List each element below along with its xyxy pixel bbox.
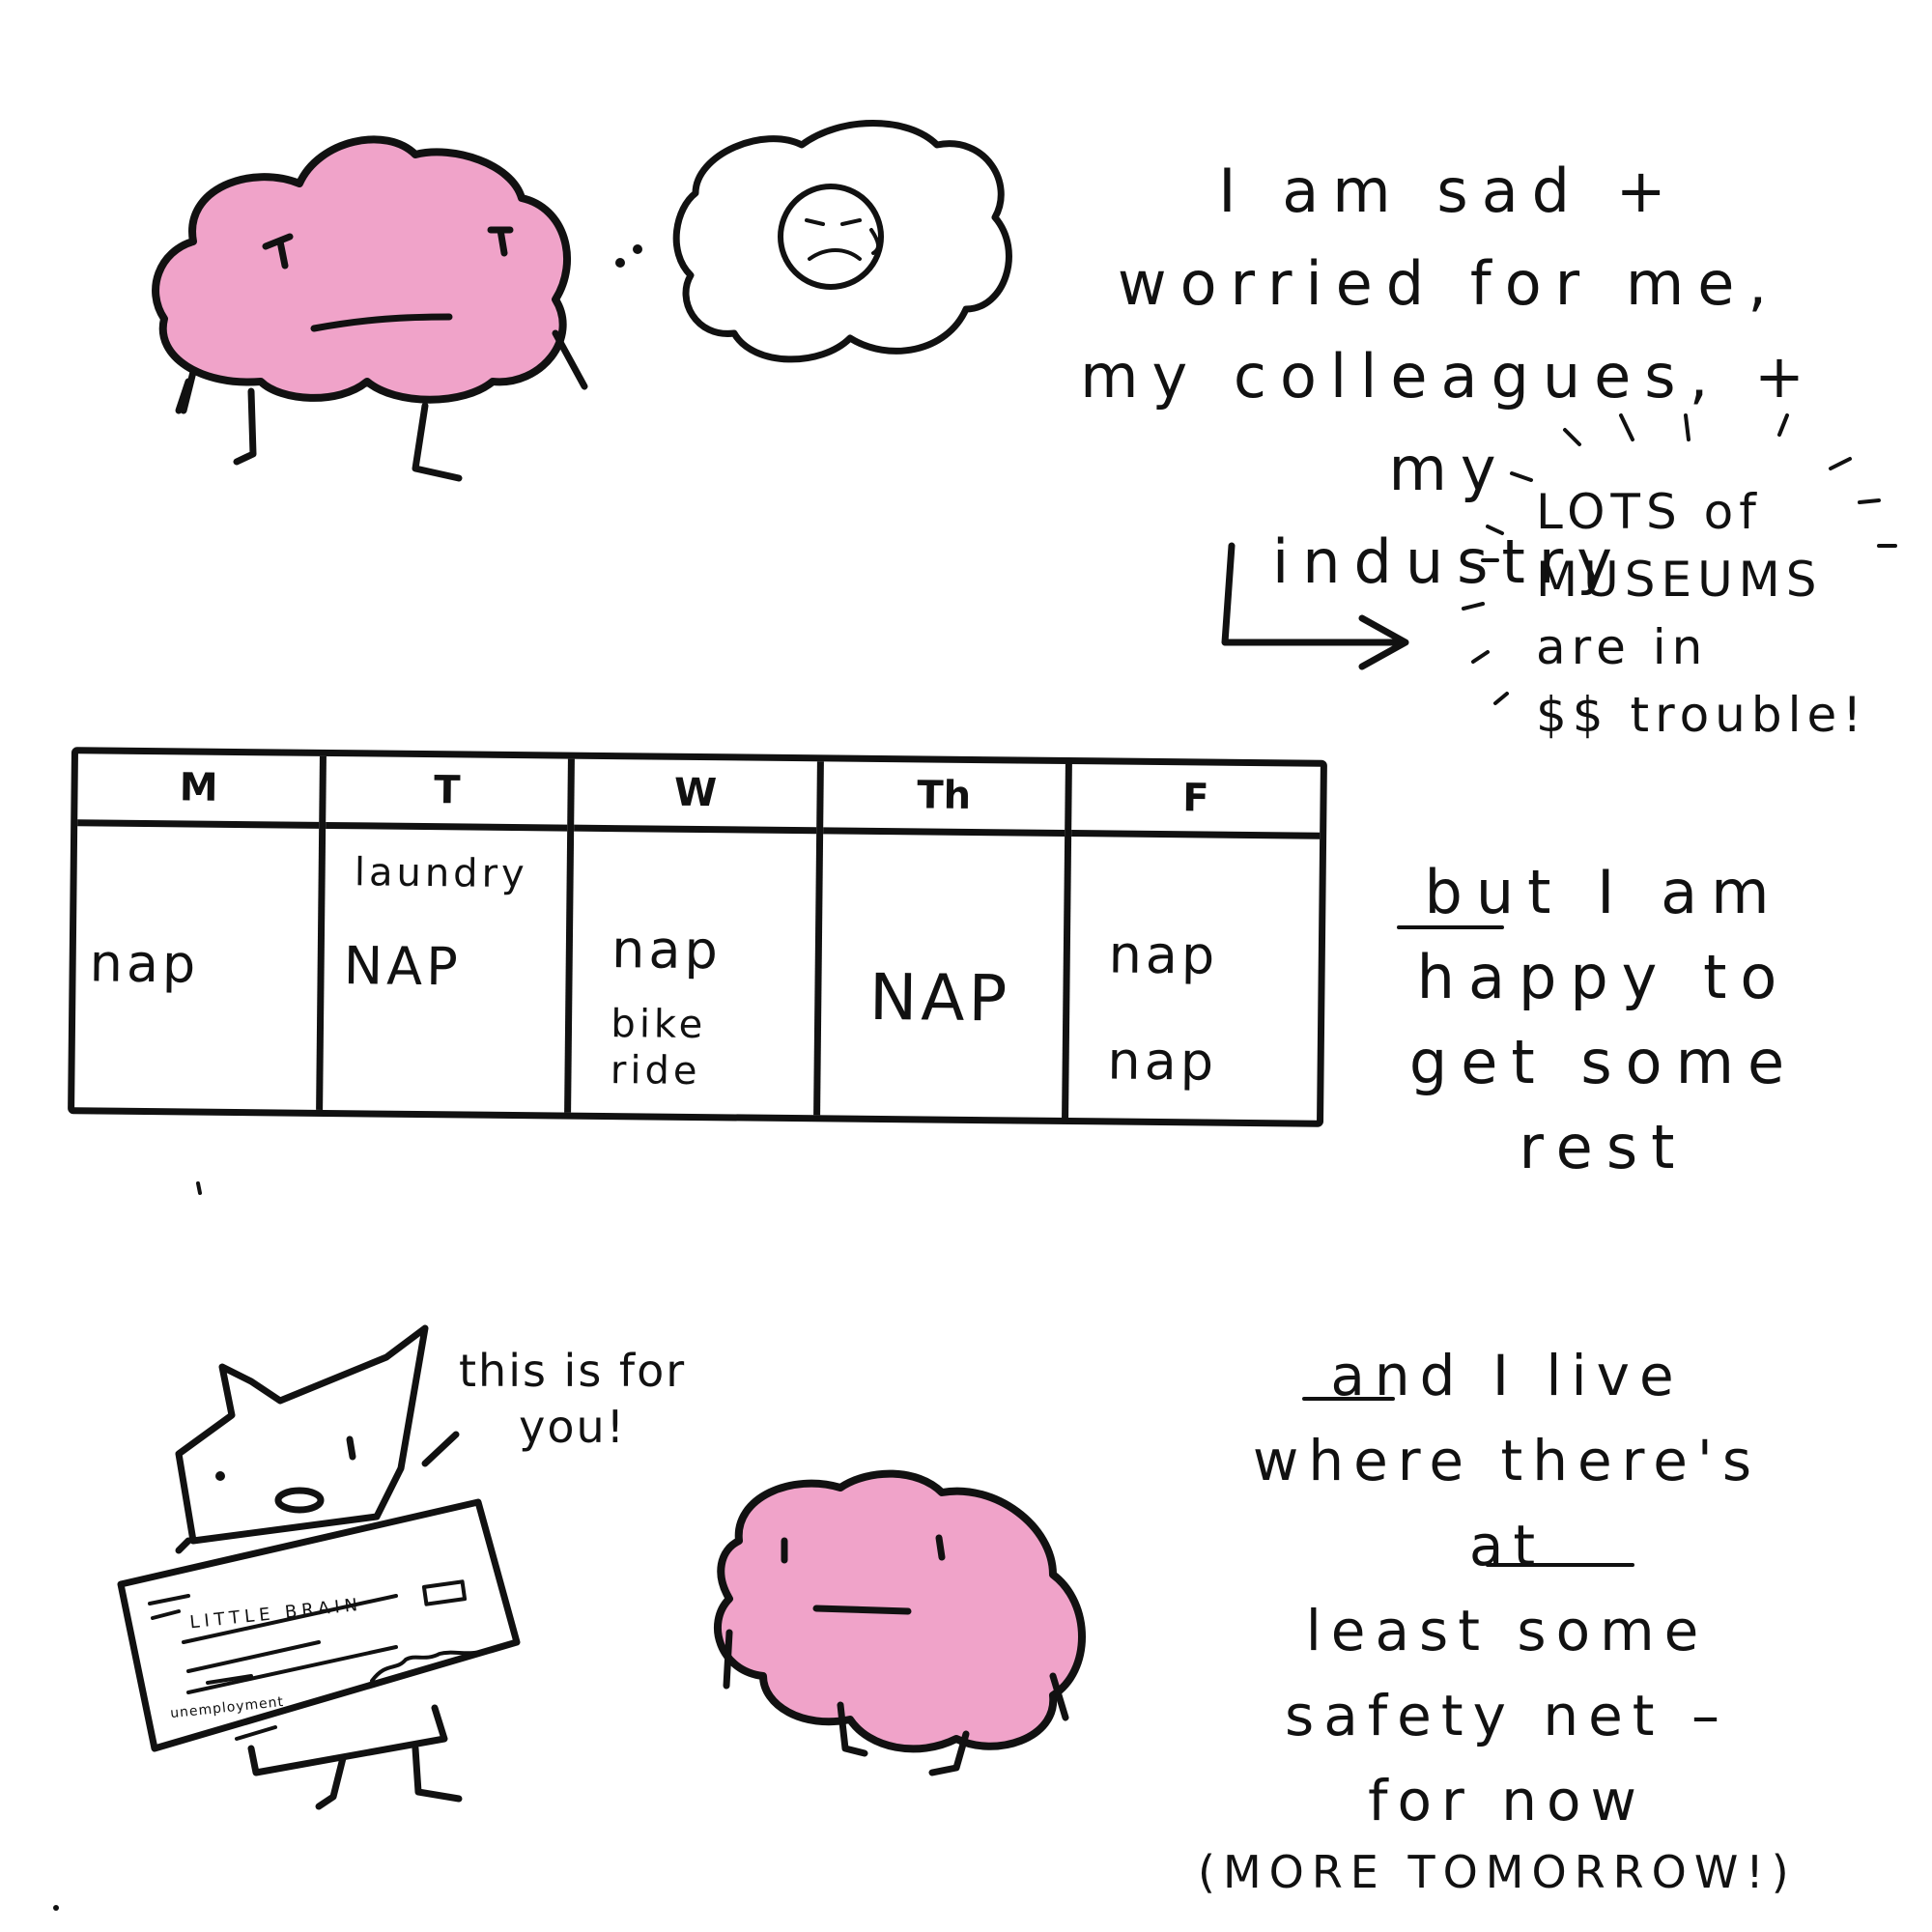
day-column-wednesday: W nap bike ride (571, 758, 824, 1116)
task-item: nap (1108, 923, 1219, 986)
panel1-text: I am sad + worried for me, my colleagues… (1080, 156, 1818, 597)
day-column-monday: M nap (74, 753, 327, 1110)
panel1-aside-text: LOTS of MUSEUMS are in $$ trouble! (1536, 484, 1868, 743)
sad-brain-illustration (152, 135, 588, 482)
day-header: M (77, 753, 321, 829)
task-item: NAP (868, 959, 1011, 1037)
footer-text: (MORE TOMORROW!) (1198, 1846, 1797, 1898)
task-item: nap (89, 932, 200, 995)
task-item: NAP (343, 935, 463, 998)
speech-text: this is for you! (459, 1345, 687, 1453)
day-header: Th (822, 761, 1065, 837)
day-header: T (326, 755, 569, 832)
task-item: nap (611, 919, 723, 981)
panel3-text: and I live where there's at least some s… (1252, 1343, 1762, 1833)
burst-lines (1462, 413, 1897, 705)
arrow-icon (1221, 542, 1409, 670)
day-header: F (1070, 764, 1321, 839)
day-column-tuesday: T laundry NAP (323, 755, 576, 1113)
brain-body (152, 135, 572, 404)
panel2-text: but I am happy to get some rest (1408, 857, 1799, 1182)
dog-with-check-illustration (117, 1324, 521, 1810)
thought-bubble (615, 120, 1012, 363)
day-column-friday: F nap nap (1068, 764, 1321, 1121)
task-item: nap (1107, 1030, 1218, 1093)
task-item: bike ride (610, 1002, 707, 1094)
day-header: W (574, 758, 817, 835)
day-column-thursday: Th NAP (819, 761, 1072, 1119)
weekly-schedule-table: M nap T laundry NAP W nap bike ride Th N… (68, 747, 1327, 1127)
task-item: laundry (354, 850, 528, 897)
neutral-brain-illustration (713, 1469, 1086, 1776)
